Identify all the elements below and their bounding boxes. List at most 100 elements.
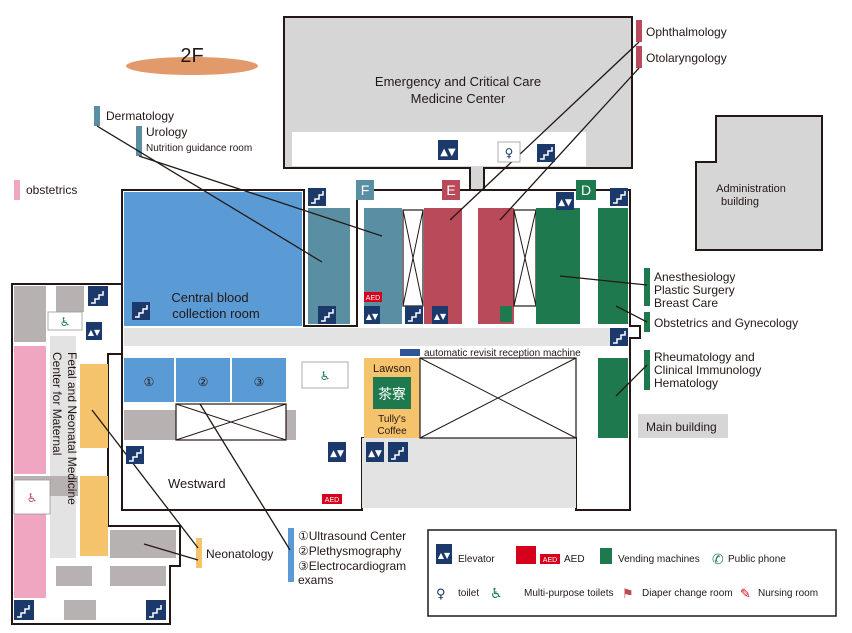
tullys-label-2: Coffee [377, 426, 407, 437]
stairs-icon [308, 188, 326, 206]
maternal-yellow-2 [80, 476, 108, 556]
aed-marker [364, 292, 382, 302]
zone-f-left-column [308, 208, 350, 324]
rheumatology-tag [644, 350, 650, 390]
obstetrics-tag [14, 180, 20, 200]
obstetrics-room [14, 346, 46, 474]
vending-icon [500, 306, 512, 322]
zone-e-right-column [478, 208, 514, 324]
stairs-icon [318, 306, 336, 324]
westward-grey-band [124, 410, 176, 440]
room-2-number: ② [198, 375, 209, 389]
emergency-title-1: Emergency and Critical Care [375, 74, 541, 89]
vending-legend-icon [600, 548, 612, 564]
maternal-yellow-1 [80, 364, 108, 448]
exams-label-1: ①Ultrasound Center [298, 529, 406, 543]
dermatology-tag [94, 106, 100, 126]
floor-label: 2F [180, 45, 203, 67]
leader-lines [91, 41, 648, 561]
tullys-label-1: Tully's [378, 414, 406, 425]
elevator-icon [86, 322, 102, 340]
legend-toilet: toilet [458, 588, 479, 599]
exams-label-3: ③Electrocardiogram [298, 559, 406, 573]
otolaryngology-label: Otolaryngology [646, 51, 727, 65]
maternal-grey-6 [64, 600, 96, 620]
zone-e-badge [442, 180, 460, 200]
legend-nursing: Nursing room [758, 588, 818, 599]
anesthesiology-label-1: Anesthesiology [654, 270, 735, 284]
room-2 [176, 358, 230, 402]
svg-text:▲▼: ▲▼ [438, 551, 451, 560]
tea-sign [373, 377, 411, 409]
svg-text:▲▼: ▲▼ [558, 198, 572, 208]
stairs-icon [132, 302, 150, 320]
multi-toilet-legend-icon: ♿ [490, 586, 503, 602]
neonatology-tag [196, 538, 202, 568]
rheumatology-label-2: Clinical Immunology [654, 363, 761, 377]
svg-text:▲▼: ▲▼ [366, 312, 379, 321]
elevator-icon [328, 442, 346, 462]
stairs-icon [610, 188, 628, 206]
zone-d-right-column [598, 208, 628, 324]
revisit-label: automatic revisit reception machine [424, 348, 581, 359]
stairs-icon [537, 144, 555, 162]
dermatology-label: Dermatology [106, 109, 174, 123]
anesthesiology-tag [644, 268, 650, 306]
svg-text:AED: AED [366, 295, 380, 302]
zone-d-label: D [581, 182, 591, 198]
exams-label-2: ②Plethysmography [298, 544, 401, 558]
administration-building [695, 115, 823, 251]
svg-text:▲▼: ▲▼ [434, 312, 447, 321]
legend-diaper: Diaper change room [642, 588, 733, 599]
diaper-legend-icon: ⚑ [622, 587, 634, 602]
elevator-icons: ▲▼ ▲▼ ▲▼ ▲▼ ▲▼ ▲▼ ▲▼ [86, 140, 574, 462]
svg-text:♿: ♿ [60, 315, 71, 329]
room-1 [124, 358, 174, 402]
anesthesiology-label-3: Breast Care [654, 296, 718, 310]
legend-multi-toilet: Multi-purpose toilets [524, 588, 613, 599]
anesthesiology-label-2: Plastic Surgery [654, 283, 735, 297]
maternal-grey-3 [110, 530, 176, 558]
multi-toilet-icon [47, 311, 83, 331]
urology-label: Urology [146, 125, 187, 139]
administration-title-1: Administration [716, 183, 786, 195]
elevator-icon [432, 306, 448, 324]
obgyn-label: Obstetrics and Gynecology [654, 316, 798, 330]
nutrition-label: Nutrition guidance room [146, 143, 252, 154]
zone-f-right-column [364, 208, 402, 324]
svg-text:▲▼: ▲▼ [440, 147, 456, 158]
stair-icons [14, 144, 628, 620]
rheumatology-label-1: Rheumatology and [654, 350, 755, 364]
main-building-tag [638, 414, 728, 438]
elevator-icon [364, 306, 380, 324]
central-blood-title-2: collection room [172, 306, 259, 321]
neonatology-label: Neonatology [206, 547, 273, 561]
nursing-legend-icon: ✎ [740, 587, 751, 602]
aed-marker [322, 494, 342, 504]
elevator-legend-icon [436, 544, 452, 564]
phone-legend-icon: ✆ [712, 552, 724, 568]
stairs-icon [405, 306, 423, 324]
zone-e-label: E [446, 182, 455, 198]
maternal-center-label-1: Center for Maternal [50, 352, 64, 455]
svg-text:▲▼: ▲▼ [330, 449, 344, 459]
toilet-legend-icon: ♀ [436, 587, 446, 602]
stairs-icon [126, 446, 144, 464]
westward-label: Westward [168, 476, 226, 491]
svg-text:♿: ♿ [27, 491, 38, 505]
toilet-icon [497, 141, 521, 163]
legend-elevator: Elevator [458, 554, 495, 565]
zone-e-left-column [424, 208, 462, 324]
maternal-grey-4 [56, 566, 92, 586]
maternal-grey-5 [110, 566, 166, 586]
toilet-icons: ♀ ♿ ♿ ♿ AED AED [13, 141, 521, 515]
legend-aed: AED [564, 554, 585, 565]
svg-text:▲▼: ▲▼ [368, 449, 382, 459]
main-building-label: Main building [646, 420, 717, 434]
zone-f-label: F [361, 182, 370, 198]
legend-aed-badge: AED [543, 557, 557, 564]
room-3-number: ③ [254, 375, 265, 389]
svg-text:AED: AED [325, 497, 339, 504]
administration-title-2: building [721, 196, 759, 208]
